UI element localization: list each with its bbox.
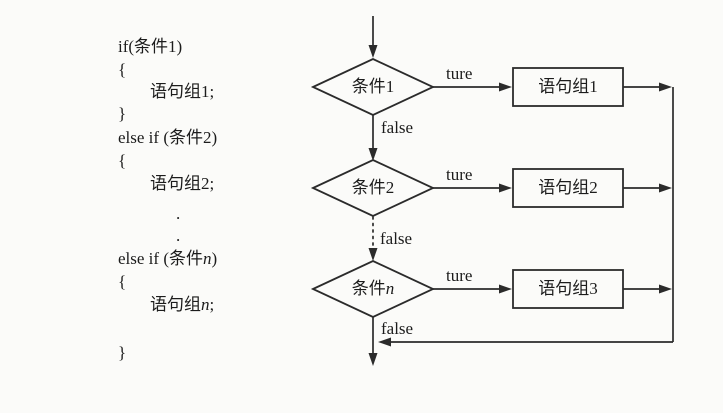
code-line-text: ) — [211, 249, 218, 268]
code-line: { — [118, 59, 126, 80]
false-label-2: false — [380, 229, 413, 248]
code-ellipsis-dot: . — [176, 203, 180, 224]
condition-base: 条件 — [351, 279, 386, 298]
code-line: { — [118, 150, 126, 171]
code-line-text: { — [118, 60, 127, 79]
code-ellipsis-dot: . — [176, 225, 180, 246]
code-line-text: else if (条件 — [118, 249, 203, 268]
code-line: else if (条件n) — [118, 248, 217, 269]
code-line: 语句组n; — [150, 294, 214, 315]
variable-n: n — [385, 279, 395, 298]
code-line-text: } — [118, 104, 127, 123]
arrowhead-down-icon — [368, 353, 378, 366]
diamond-label-n: 条件n — [313, 278, 433, 300]
arrowhead-right-icon — [659, 284, 672, 294]
arrowhead-left-icon — [378, 337, 391, 347]
code-line-text: { — [118, 151, 127, 170]
code-line-text: ; — [209, 295, 215, 314]
true-label-3: ture — [446, 266, 473, 285]
code-line-text: { — [118, 272, 127, 291]
false-label-3: false — [381, 319, 414, 338]
variable-n: n — [202, 249, 212, 268]
code-line: if(条件1) — [118, 36, 182, 57]
code-line-text: 语句组2; — [150, 174, 215, 193]
arrowhead-right-icon — [499, 284, 512, 294]
diamond-label-1: 条件1 — [351, 77, 395, 96]
code-line-text: . — [176, 204, 181, 223]
statement-label-3: 语句组3 — [538, 279, 598, 298]
diamond-label-2: 条件2 — [351, 178, 395, 197]
arrowhead-right-icon — [659, 82, 672, 92]
code-line: } — [118, 103, 126, 124]
statement-label-2: 语句组2 — [538, 178, 598, 197]
statement-label-1: 语句组1 — [538, 77, 598, 96]
variable-n: n — [201, 295, 210, 314]
code-line: { — [118, 271, 126, 292]
arrowhead-right-icon — [659, 183, 672, 193]
true-label-1: ture — [446, 64, 473, 83]
true-label-2: ture — [446, 165, 473, 184]
code-line-text: } — [118, 343, 127, 362]
code-line: } — [118, 342, 126, 363]
code-line: else if (条件2) — [118, 127, 217, 148]
code-line: 语句组1; — [150, 81, 214, 102]
false-label-1: false — [381, 118, 414, 137]
code-line: 语句组2; — [150, 173, 214, 194]
code-line-text: 语句组 — [150, 295, 201, 314]
code-line-text: else if (条件2) — [118, 128, 218, 147]
code-line-text: if(条件1) — [118, 37, 183, 56]
code-line-text: 语句组1; — [150, 82, 215, 101]
arrowhead-right-icon — [499, 82, 512, 92]
arrowhead-right-icon — [499, 183, 512, 193]
arrowhead-down-icon — [368, 148, 378, 161]
arrowhead-down-icon — [368, 248, 378, 261]
arrowhead-down-icon — [368, 45, 378, 58]
code-line-text: . — [176, 226, 181, 245]
